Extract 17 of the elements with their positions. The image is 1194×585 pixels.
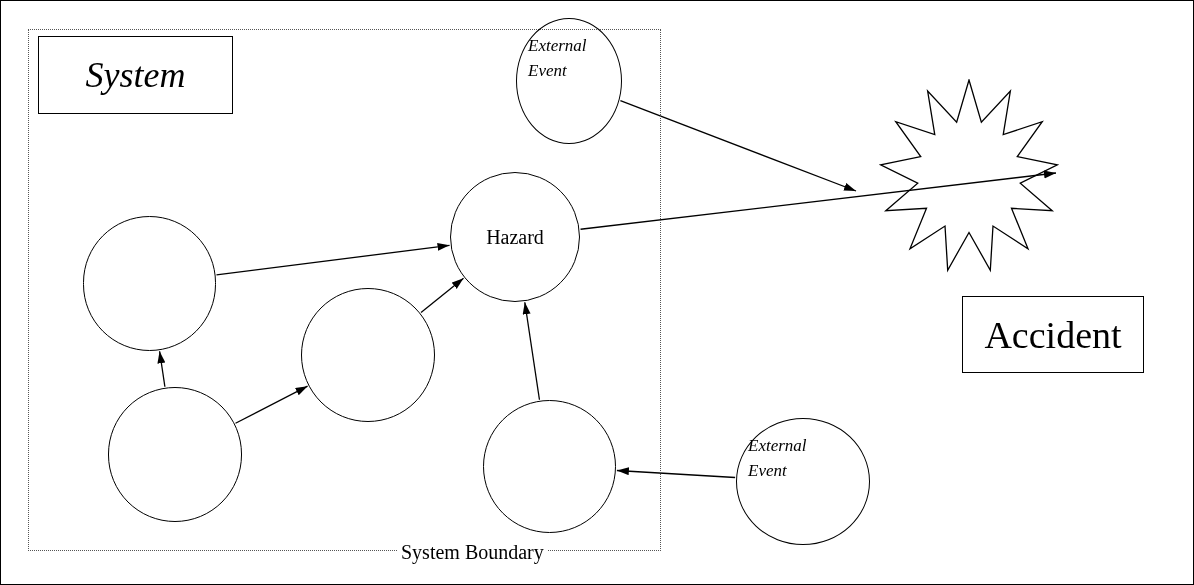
arrow (522, 301, 541, 401)
event-ellipse (736, 418, 870, 545)
arrow (579, 170, 1057, 230)
arrow (616, 467, 736, 479)
event-label: External Event (528, 35, 588, 82)
arrow (234, 385, 309, 424)
arrow (157, 350, 166, 388)
arrow (215, 242, 451, 276)
starburst-shape (879, 79, 1059, 274)
accident-box (962, 296, 1144, 373)
arrow (420, 277, 465, 314)
arrow (619, 100, 857, 192)
event-label: External Event (748, 435, 808, 482)
system-box (38, 36, 233, 114)
system-label: System (85, 55, 186, 95)
accident-label: Accident (984, 312, 1122, 357)
hazard-label: Hazard (486, 225, 544, 249)
